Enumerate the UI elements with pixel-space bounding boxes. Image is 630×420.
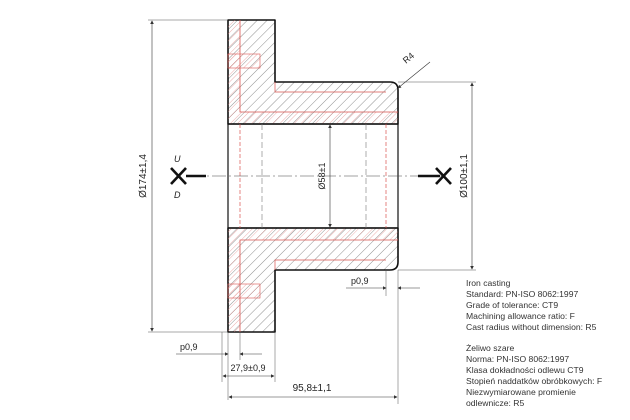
note-en-3: Machining allowance ratio: F — [466, 311, 575, 321]
bore-diameter-label: Ø58±1 — [317, 163, 327, 190]
notes-block: Iron casting Standard: PN-ISO 8062:1997 … — [466, 278, 626, 409]
note-en-2: Grade of tolerance: CT9 — [466, 300, 559, 310]
note-en-0: Iron casting — [466, 278, 511, 288]
parting-marker-right — [418, 167, 452, 185]
note-pl-5: odlewnicze: R5 — [466, 398, 525, 408]
dim-hub-diameter — [398, 81, 476, 271]
dim-total-length — [228, 296, 399, 404]
outer-diameter-label: Ø174±1,4 — [138, 154, 149, 198]
note-pl-3: Stopień naddatków obróbkowych: F — [466, 376, 603, 386]
radius-leader — [397, 61, 431, 89]
total-length-label: 95,8±1,1 — [293, 383, 332, 394]
flange-thickness-label: 27,9±0,9 — [231, 363, 266, 373]
notes-spacer — [466, 333, 626, 343]
allowance-left-label: p0,9 — [180, 342, 198, 352]
note-en-4: Cast radius without dimension: R5 — [466, 322, 597, 332]
upper-section — [227, 19, 399, 125]
note-en-1: Standard: PN-ISO 8062:1997 — [466, 289, 579, 299]
allowance-right-label: p0,9 — [351, 276, 369, 286]
marker-down-label: D — [174, 190, 181, 200]
lower-section — [227, 227, 399, 333]
dim-flange-thickness — [221, 332, 276, 382]
marker-up-label: U — [174, 154, 181, 164]
dim-outer-diameter — [148, 19, 228, 333]
parting-marker-left — [170, 167, 206, 185]
dim-allowance-left — [176, 332, 262, 400]
note-pl-1: Norma: PN-ISO 8062:1997 — [466, 354, 570, 364]
note-pl-4: Niezwymiarowane promienie — [466, 387, 576, 397]
note-pl-2: Klasa dokładności odlewu CT9 — [466, 365, 584, 375]
hub-diameter-label: Ø100±1,1 — [459, 154, 470, 198]
dim-allowance-right — [346, 270, 420, 296]
radius-label: R4 — [401, 50, 416, 65]
note-pl-0: Żeliwo szare — [466, 343, 515, 353]
